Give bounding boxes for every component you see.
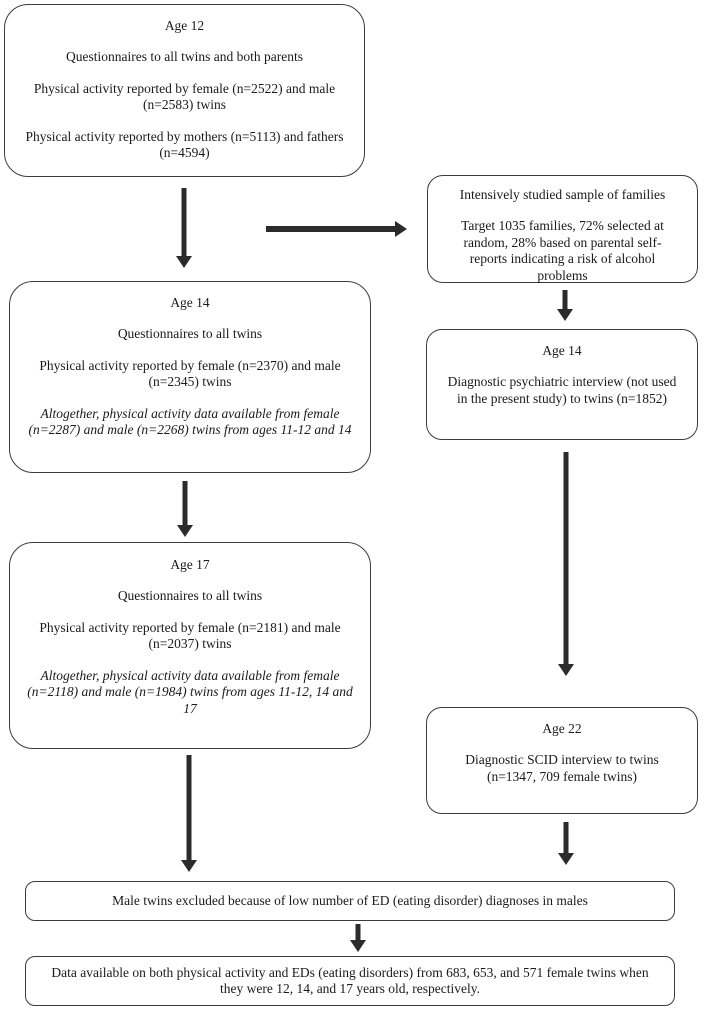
down-arrow-age22-to-excluded	[557, 822, 574, 865]
box-age12-title: Age 12	[164, 18, 205, 33]
box-age22-paragraph-1: Diagnostic SCID interview to twins (n=13…	[465, 752, 659, 784]
box-age22-scid-interview: Age 22 Diagnostic SCID interview to twin…	[426, 707, 698, 814]
box-age14-left-title: Age 14	[170, 295, 210, 310]
arrowhead-down-icon	[349, 940, 366, 952]
box-age14-interview: Age 14 Diagnostic psychiatric interview …	[426, 329, 698, 440]
down-arrow-intensive-to-age14	[556, 290, 573, 321]
arrow-shaft	[186, 755, 191, 861]
arrow-shaft	[182, 481, 187, 526]
right-arrow-to-intensive-sample	[266, 220, 407, 237]
box-age12-paragraph-1: Questionnaires to all twins and both par…	[66, 49, 303, 65]
box-age12-paragraph-3: Physical activity reported by mothers (n…	[25, 128, 344, 161]
box-age14-left-paragraph-2: Physical activity reported by female (n=…	[39, 357, 341, 390]
arrowhead-down-icon	[557, 664, 574, 676]
arrowhead-down-icon	[180, 860, 197, 872]
down-arrow-age12-to-age14	[175, 188, 192, 268]
box-age17-paragraph-1: Questionnaires to all twins	[117, 588, 263, 604]
arrowhead-right-icon	[395, 220, 407, 237]
box-age14-right-title: Age 14	[542, 343, 582, 358]
box-excluded-paragraph: Male twins excluded because of low numbe…	[112, 892, 588, 908]
box-age17-questionnaires: Age 17 Questionnaires to all twins Physi…	[9, 542, 371, 749]
box-age14-left-paragraph-1: Questionnaires to all twins	[117, 326, 263, 342]
box-age14-right-paragraph-1: Diagnostic psychiatric interview (not us…	[447, 374, 677, 406]
arrowhead-down-icon	[176, 525, 193, 537]
down-arrow-excluded-to-final	[349, 924, 366, 952]
arrow-shaft	[563, 822, 568, 854]
box-male-twins-excluded: Male twins excluded because of low numbe…	[25, 881, 675, 921]
box-intensive-title: Intensively studied sample of families	[459, 187, 666, 202]
box-intensive-sample: Intensively studied sample of families T…	[427, 175, 698, 283]
box-age14-left-paragraph-3: Altogether, physical activity data avail…	[28, 405, 352, 438]
box-age17-paragraph-2: Physical activity reported by female (n=…	[39, 619, 341, 652]
box-intensive-paragraph-1: Target 1035 families, 72% selected at ra…	[461, 218, 664, 283]
arrow-shaft	[355, 924, 360, 941]
arrow-shaft	[562, 290, 567, 310]
arrow-shaft	[266, 225, 396, 232]
box-age17-paragraph-3: Altogether, physical activity data avail…	[27, 667, 353, 716]
arrow-shaft	[563, 452, 568, 665]
box-age12: Age 12 Questionnaires to all twins and b…	[4, 4, 365, 177]
arrowhead-down-icon	[557, 853, 574, 865]
box-age12-paragraph-2: Physical activity reported by female (n=…	[33, 80, 336, 113]
down-arrow-age14-to-age22	[557, 452, 574, 676]
down-arrow-age17-to-excluded	[180, 755, 197, 872]
box-final-paragraph: Data available on both physical activity…	[51, 964, 649, 996]
arrowhead-down-icon	[556, 309, 573, 321]
box-age14-questionnaires: Age 14 Questionnaires to all twins Physi…	[9, 281, 371, 473]
arrowhead-down-icon	[175, 256, 192, 268]
box-age17-title: Age 17	[170, 557, 210, 572]
box-final-data-available: Data available on both physical activity…	[25, 956, 675, 1006]
arrow-shaft	[181, 188, 186, 257]
box-age22-title: Age 22	[542, 721, 582, 736]
down-arrow-age14-to-age17	[176, 481, 193, 537]
